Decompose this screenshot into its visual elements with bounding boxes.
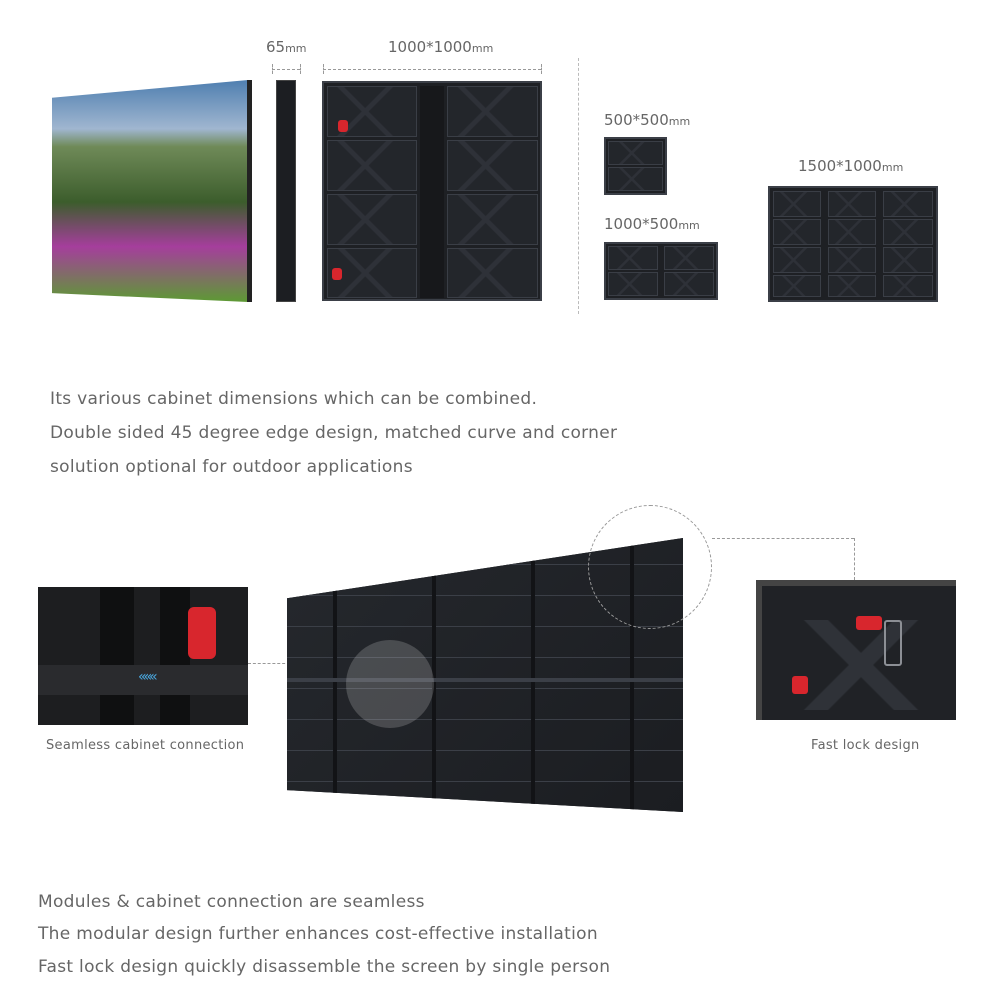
section-divider xyxy=(578,58,579,314)
depth-dimension-tick-left xyxy=(272,64,273,74)
main-dimension-tick-right xyxy=(541,64,542,74)
bottom-line-3: Fast lock design quickly disassemble the… xyxy=(38,957,611,977)
main-dimension-tick-left xyxy=(323,64,324,74)
led-screen-front-photo xyxy=(52,80,248,302)
main-dimension-line xyxy=(323,69,541,70)
lock-handle xyxy=(188,607,216,659)
depth-dimension-line xyxy=(272,69,300,70)
seamless-connection-photo: ««« xyxy=(38,587,248,725)
fast-lock-lever xyxy=(338,120,348,132)
magnifier-highlight xyxy=(346,640,434,728)
callout-circle xyxy=(588,505,712,629)
connection-arrows-icon: ««« xyxy=(138,669,158,685)
bottom-line-1: Modules & cabinet connection are seamles… xyxy=(38,892,425,912)
callout-line-right xyxy=(712,538,854,539)
wide-dimension-label: 1500*1000mm xyxy=(798,157,904,175)
fast-lock-lever xyxy=(332,268,342,280)
callout-line-left xyxy=(248,663,290,664)
main-dimension-label: 1000*1000mm xyxy=(388,38,494,56)
fast-lock-photo xyxy=(756,580,956,720)
depth-dimension-tick-right xyxy=(300,64,301,74)
medium-dimension-label: 1000*500mm xyxy=(604,215,700,233)
description-line-1: Its various cabinet dimensions which can… xyxy=(50,389,538,409)
small-dimension-label: 500*500mm xyxy=(604,111,691,129)
cabinet-back-1000x500 xyxy=(604,242,718,300)
depth-dimension-label: 65mm xyxy=(266,38,307,56)
screen-edge xyxy=(247,80,252,302)
caption-seamless-connection: Seamless cabinet connection xyxy=(46,738,245,753)
cabinet-back-1500x1000 xyxy=(768,186,938,302)
description-line-2: Double sided 45 degree edge design, matc… xyxy=(50,423,618,443)
bottom-line-2: The modular design further enhances cost… xyxy=(38,924,598,944)
caption-fast-lock: Fast lock design xyxy=(811,738,920,753)
fast-lock-lever xyxy=(856,616,882,630)
cabinet-back-500x500 xyxy=(604,137,667,195)
cabinet-side-view xyxy=(276,80,296,302)
cabinet-back-1000x1000 xyxy=(322,81,542,301)
callout-line-right-drop xyxy=(854,538,855,580)
description-line-3: solution optional for outdoor applicatio… xyxy=(50,457,413,477)
fast-lock-lever xyxy=(792,676,808,694)
